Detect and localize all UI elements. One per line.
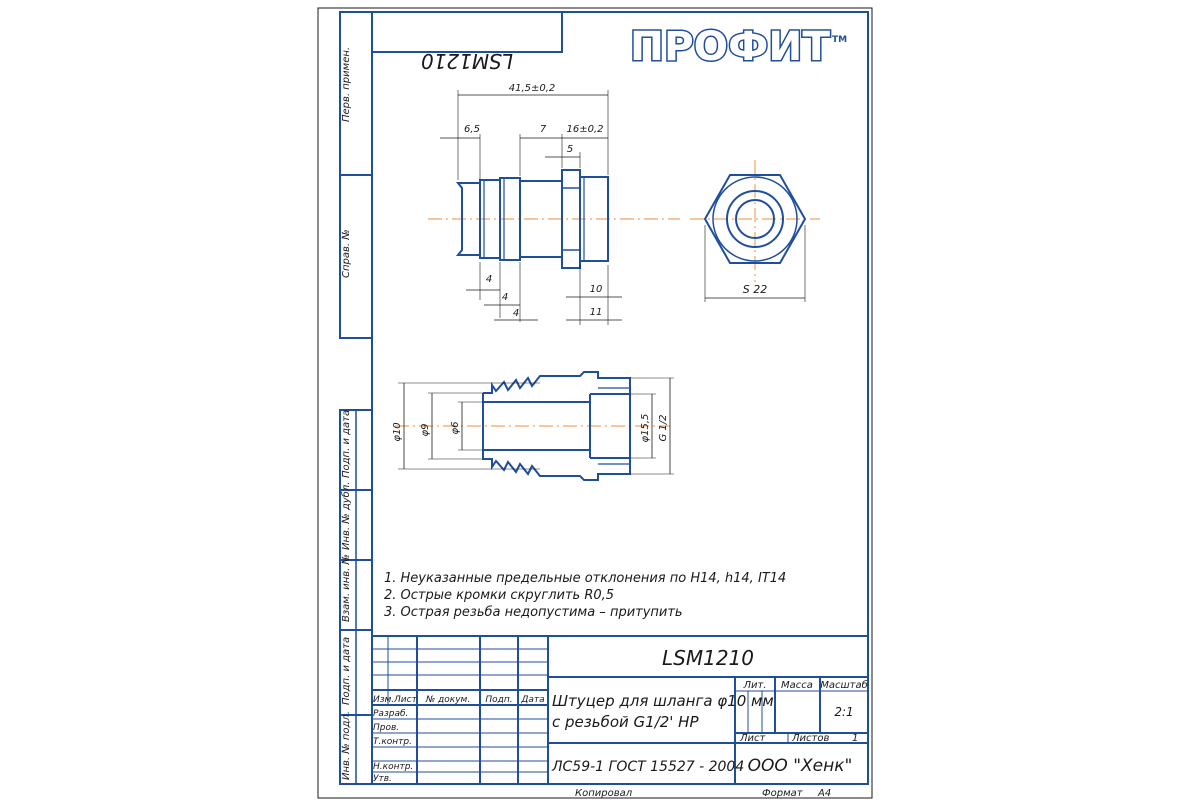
sheet-border <box>317 7 873 799</box>
dim-d-thread: φ15,5 <box>640 414 651 443</box>
row-prov: Пров. <box>373 723 399 733</box>
dim-d-outer: φ10 <box>392 422 403 441</box>
drawing-frame <box>371 11 869 785</box>
row-utv: Утв. <box>373 774 392 784</box>
title-designation: LSM1210 <box>662 646 754 670</box>
col-podp: Подп. <box>485 695 512 705</box>
copied-label: Копировал <box>575 788 633 799</box>
svg-text:TM: TM <box>832 35 847 45</box>
side-label-sprav-no: Справ. № <box>341 229 352 278</box>
title-material: ЛС59-1 ГОСТ 15527 - 2004 <box>551 759 744 775</box>
dim-tip-length: 6,5 <box>464 124 480 135</box>
svg-text:ПРОФИТ: ПРОФИТ <box>630 24 831 70</box>
row-nkontr: Н.контр. <box>373 762 413 772</box>
side-label-podp-data-1: Подп. и дата <box>341 410 352 478</box>
side-label-vzam-inv: Взам. инв. № <box>341 554 352 622</box>
technical-notes: 1. Неуказанные предельные отклонения по … <box>384 571 786 620</box>
title-company: ООО "Хенк" <box>748 756 853 776</box>
title-block: LSM1210 Штуцер для шланга φ10 мм с резьб… <box>371 635 869 785</box>
side-label-inv-dubl: Инв. № дубл. <box>340 482 352 550</box>
svg-text:LSM1210: LSM1210 <box>421 49 513 73</box>
dim-hex-width: 5 <box>567 144 573 155</box>
dim-d-inner: φ6 <box>450 422 461 435</box>
svg-text:ПРОФИТ: ПРОФИТ <box>630 24 831 70</box>
side-label-inv-podl: Инв. № подл. <box>341 711 352 780</box>
col-data: Дата <box>520 695 544 705</box>
dim-hex-section: 16±0,2 <box>566 124 603 135</box>
scale-value: 2:1 <box>834 705 853 719</box>
note-2: 2. Острые кромки скруглить R0,5 <box>384 588 614 603</box>
dim-thread-length: 10 <box>590 284 603 295</box>
row-razrab: Разраб. <box>373 709 408 719</box>
row-tkontr: Т.контр. <box>373 737 412 747</box>
format-value: A4 <box>817 788 831 799</box>
format-label: Формат <box>762 788 804 799</box>
profit-logo: ПРОФИТ ПРОФИТ TM <box>629 23 848 72</box>
dim-barb-pitch-1: 4 <box>486 274 492 285</box>
col-izm: Изм. <box>373 695 394 705</box>
top-stamp: LSM1210 <box>371 11 563 73</box>
dim-hex-size: S 22 <box>743 283 767 296</box>
col-list: Лист <box>393 695 418 705</box>
note-3: 3. Острая резьба недопустима – притупить <box>384 605 683 620</box>
title-name-line1: Штуцер для шланга φ10 мм <box>552 692 774 710</box>
lit-label: Лит. <box>742 680 766 691</box>
sheets-count: 1 <box>852 733 858 744</box>
sheet-footer: Копировал Формат A4 <box>575 788 831 799</box>
col-doc: № докум. <box>425 695 470 705</box>
dim-barb-section: 7 <box>540 124 547 135</box>
end-view: S 22 <box>690 160 820 302</box>
massa-label: Масса <box>781 680 813 691</box>
masshtab-label: Масштаб <box>820 679 868 691</box>
dim-thread-spec: G 1/2 <box>658 414 669 441</box>
side-label-perv-primen: Перв. примен. <box>341 47 352 122</box>
left-margin-strip: Перв. примен. Справ. № Подп. и дата Инв.… <box>339 11 373 785</box>
dim-barb-pitch-3: 4 <box>513 308 519 319</box>
section-view: φ10 φ9 φ6 φ15,5 G 1/2 <box>392 371 674 481</box>
sheet-label: Лист <box>739 733 767 744</box>
sheets-label: Листов <box>791 733 829 744</box>
dim-overall-length: 41,5±0,2 <box>509 83 556 94</box>
side-label-podp-data-2: Подп. и дата <box>341 637 352 705</box>
dim-d-barb: φ9 <box>420 424 431 437</box>
dim-thread-total: 11 <box>590 307 603 318</box>
note-1: 1. Неуказанные предельные отклонения по … <box>384 571 786 586</box>
side-view: 41,5±0,2 6,5 7 16±0,2 5 4 4 4 10 11 <box>428 83 680 325</box>
dim-barb-pitch-2: 4 <box>502 292 508 303</box>
title-name-line2: с резьбой G1/2' HP <box>552 713 699 731</box>
